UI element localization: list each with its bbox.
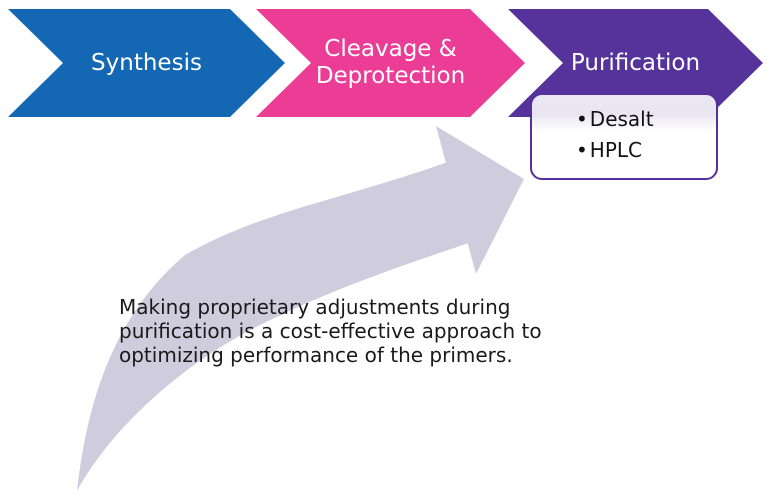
step-label-text: Purification [570,49,701,76]
curved-arrow-head [436,126,524,274]
caption-line-3: optimizing performance of the primers. [119,343,513,367]
bullet-icon: • [576,138,588,162]
list-item-label: HPLC [589,138,643,162]
step-label-text-line1: Cleavage & [324,36,457,62]
step-label-text-line2: Deprotection [315,63,466,89]
step-label-purification: Purification [508,9,763,117]
caption-line-1: Making proprietary adjustments during [119,295,511,319]
step-label-synthesis: Synthesis [8,9,285,117]
list-item-hplc: •HPLC [576,135,710,166]
chevron-synthesis-shape [8,9,285,117]
caption-text: Making proprietary adjustments during pu… [119,295,542,367]
purification-options-callout: •Desalt •HPLC [530,93,718,180]
list-item-label: Desalt [589,107,654,131]
step-label-cleavage-deprotection: Cleavage & Deprotection [256,9,525,117]
list-item-desalt: •Desalt [576,104,710,135]
curved-arrow-shaft [77,162,472,491]
step-label-text: Synthesis [91,49,202,76]
caption-line-2: purification is a cost-effective approac… [119,319,542,343]
bullet-icon: • [576,107,588,131]
chevron-purification-shape [508,9,763,117]
chevron-cleavage-shape [256,9,525,117]
